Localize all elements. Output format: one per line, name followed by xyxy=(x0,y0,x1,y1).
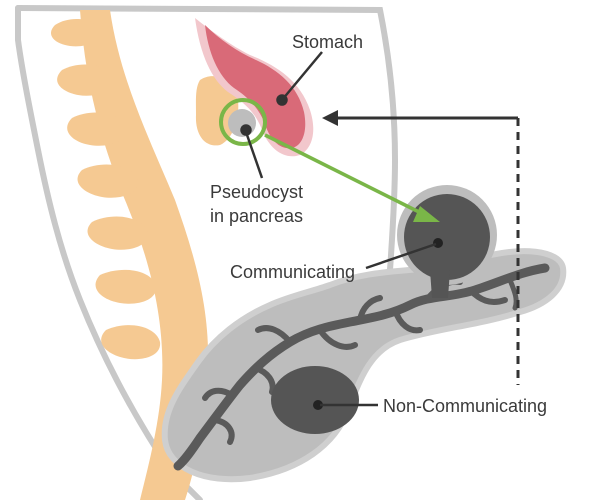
stomach-label: Stomach xyxy=(292,32,363,52)
non-communicating-cyst xyxy=(271,366,359,434)
progression-arrow-line xyxy=(265,135,425,215)
vertebra xyxy=(101,325,160,359)
vertebra xyxy=(57,64,112,95)
vertebra xyxy=(51,19,100,46)
communicating-label: Communicating xyxy=(230,262,355,282)
stomach-pointer-dot xyxy=(278,96,287,105)
pseudocyst-pointer-dot xyxy=(242,126,251,135)
pointer-arrow-head xyxy=(322,110,338,126)
communicating-dot xyxy=(433,238,443,248)
pseudocyst-label-line1: Pseudocyst xyxy=(210,182,303,202)
vertebra xyxy=(96,270,157,304)
non-communicating-pseudocyst xyxy=(271,366,359,434)
communicating-cyst xyxy=(404,194,490,280)
non-communicating-label: Non-Communicating xyxy=(383,396,547,416)
pancreas xyxy=(165,251,564,479)
communicating-channel xyxy=(430,270,450,298)
stomach-pointer xyxy=(282,52,322,100)
pseudocyst-label-line2: in pancreas xyxy=(210,206,303,226)
